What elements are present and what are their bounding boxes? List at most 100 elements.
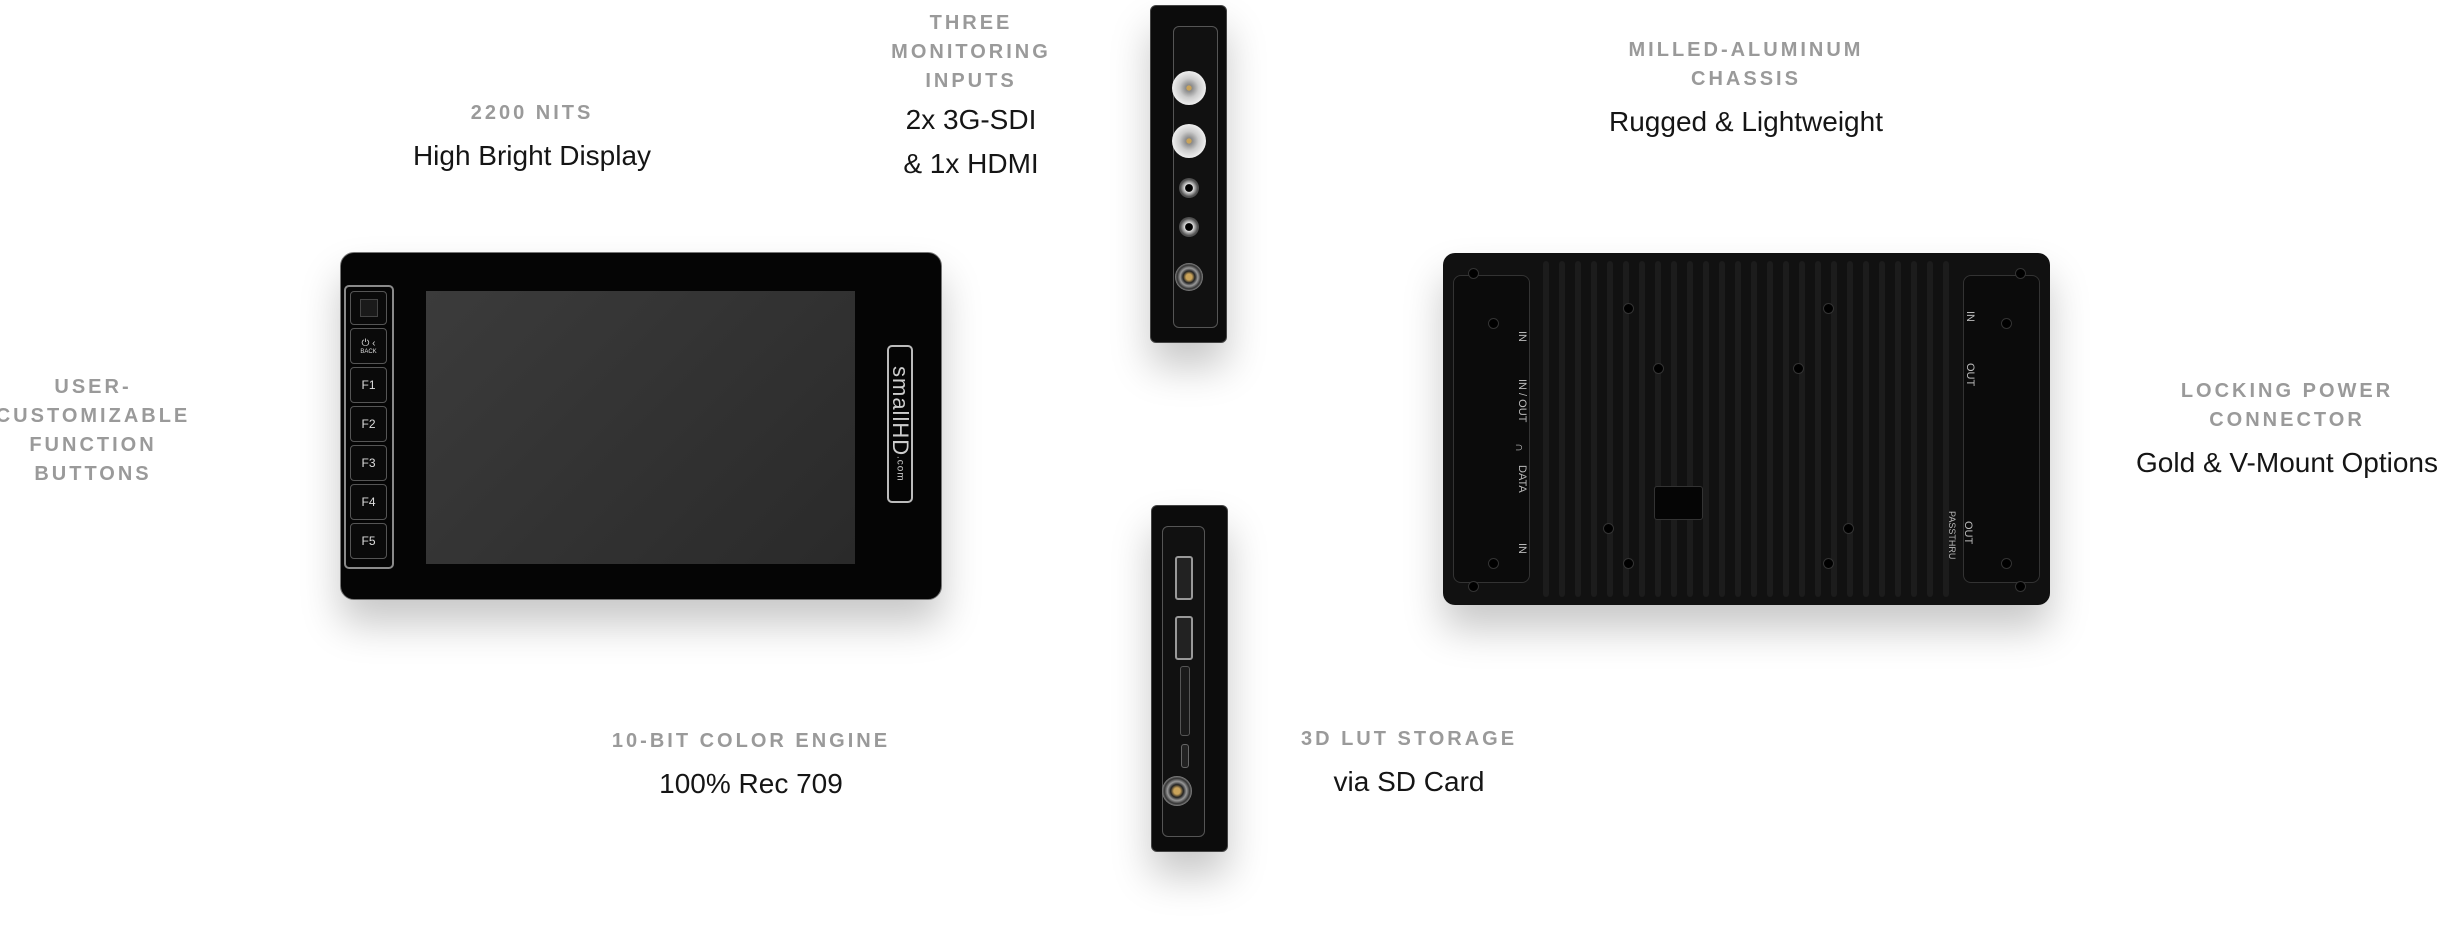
display-screen bbox=[426, 291, 855, 564]
usb-port bbox=[1180, 744, 1189, 768]
back-label: BACK bbox=[360, 348, 377, 355]
feature-buttons: USER- CUSTOMIZABLE FUNCTION BUTTONS bbox=[0, 373, 190, 489]
audio-jack bbox=[1178, 217, 1199, 237]
body: via SD Card bbox=[1333, 766, 1485, 797]
heatsink-fin bbox=[1543, 261, 1549, 597]
port-label: IN bbox=[1516, 543, 1528, 554]
heatsink-fin bbox=[1719, 261, 1725, 597]
monitor-front-image: ⏻ ‹ BACK F1 F2 F3 F4 F5 smallHD.com bbox=[340, 252, 942, 600]
power-icon: ⏻ ‹ bbox=[361, 337, 376, 349]
port-label: OUT bbox=[1964, 363, 1976, 387]
right-side-panel bbox=[1963, 275, 2040, 583]
heatsink-fin bbox=[1911, 261, 1917, 597]
caption: CUSTOMIZABLE bbox=[0, 405, 191, 427]
heatsink-fin bbox=[1575, 261, 1581, 597]
caption: FUNCTION bbox=[29, 434, 157, 456]
caption: 2200 NITS bbox=[470, 102, 594, 124]
screw-hole bbox=[1488, 558, 1499, 569]
sdi-connector bbox=[1171, 124, 1206, 158]
heatsink-fin bbox=[1591, 261, 1597, 597]
caption: CHASSIS bbox=[1691, 68, 1801, 90]
caption: MONITORING bbox=[891, 41, 1051, 63]
feature-brightness: 2200 NITS High Bright Display bbox=[413, 99, 651, 178]
screw-hole bbox=[2001, 558, 2012, 569]
body: 100% Rec 709 bbox=[659, 768, 843, 799]
brand-logo: smallHD.com bbox=[887, 345, 913, 503]
heatsink-fin bbox=[1607, 261, 1613, 597]
heatsink-fin bbox=[1751, 261, 1757, 597]
heatsink-fin bbox=[1559, 261, 1565, 597]
screw-hole bbox=[1468, 268, 1479, 279]
heatsink-fin bbox=[1943, 261, 1949, 597]
joystick-button bbox=[350, 291, 387, 325]
sd-card-slot bbox=[1179, 666, 1190, 736]
f5-button: F5 bbox=[350, 523, 387, 559]
f1-button: F1 bbox=[350, 367, 387, 403]
body: Gold & V-Mount Options bbox=[2136, 447, 2438, 478]
caption: INPUTS bbox=[925, 70, 1017, 92]
caption: CONNECTOR bbox=[2209, 409, 2365, 431]
heatsink-fin bbox=[1671, 261, 1677, 597]
caption: 10-BIT COLOR ENGINE bbox=[611, 730, 891, 752]
screw-hole bbox=[1843, 523, 1854, 534]
power-connector bbox=[1161, 776, 1192, 806]
heatsink-fin bbox=[1655, 261, 1661, 597]
feature-color: 10-BIT COLOR ENGINE 100% Rec 709 bbox=[612, 727, 890, 806]
screw-hole bbox=[1653, 363, 1664, 374]
feature-inputs: THREE MONITORING INPUTS 2x 3G-SDI & 1x H… bbox=[891, 9, 1051, 186]
heatsink-fin bbox=[1863, 261, 1869, 597]
heatsink-fin bbox=[1847, 261, 1853, 597]
heatsink-fin bbox=[1831, 261, 1837, 597]
logo-text: smallHD bbox=[888, 366, 913, 457]
screw-hole bbox=[1823, 558, 1834, 569]
heatsink-fin bbox=[1735, 261, 1741, 597]
monitor-back-image: IN IN / OUT ∩ DATA IN IN OUT PASSTHRU OU… bbox=[1443, 253, 2050, 605]
body: & 1x HDMI bbox=[903, 148, 1039, 179]
hdmi-port bbox=[1174, 556, 1193, 600]
feature-lut: 3D LUT STORAGE via SD Card bbox=[1301, 725, 1517, 804]
heatsink-fin bbox=[1639, 261, 1645, 597]
heatsink-fin bbox=[1703, 261, 1709, 597]
caption: LOCKING POWER bbox=[2180, 380, 2394, 402]
sdi-connector bbox=[1171, 71, 1206, 105]
heatsink-fin bbox=[1799, 261, 1805, 597]
heatsink-fin bbox=[1767, 261, 1773, 597]
screw-hole bbox=[1623, 303, 1634, 314]
monitor-side-storage-image bbox=[1151, 505, 1228, 852]
caption: BUTTONS bbox=[34, 463, 152, 485]
port-label: IN bbox=[1516, 331, 1528, 342]
screw-hole bbox=[2015, 581, 2026, 592]
heatsink-fin bbox=[1927, 261, 1933, 597]
body: High Bright Display bbox=[412, 140, 652, 171]
heatsink-fin bbox=[1895, 261, 1901, 597]
feature-chassis: MILLED-ALUMINUM CHASSIS Rugged & Lightwe… bbox=[1609, 36, 1883, 144]
f4-button: F4 bbox=[350, 484, 387, 520]
screw-hole bbox=[1603, 523, 1614, 534]
port-label: PASSTHRU bbox=[1947, 511, 1957, 560]
heatsink-fin bbox=[1623, 261, 1629, 597]
screw-hole bbox=[1468, 581, 1479, 592]
screw-hole bbox=[1823, 303, 1834, 314]
power-connector bbox=[1174, 263, 1203, 291]
f3-button: F3 bbox=[350, 445, 387, 481]
port-label: IN bbox=[1964, 311, 1976, 322]
body: 2x 3G-SDI bbox=[905, 104, 1037, 135]
heatsink-fin bbox=[1879, 261, 1885, 597]
f2-button: F2 bbox=[350, 406, 387, 442]
caption: USER- bbox=[54, 376, 132, 398]
feature-power: LOCKING POWER CONNECTOR Gold & V-Mount O… bbox=[2136, 377, 2438, 485]
screw-hole bbox=[1623, 558, 1634, 569]
audio-jack bbox=[1178, 178, 1199, 198]
monitor-side-inputs-image bbox=[1150, 5, 1227, 343]
body: Rugged & Lightweight bbox=[1609, 106, 1883, 137]
port-label: OUT bbox=[1962, 521, 1974, 545]
heatsink-fin bbox=[1783, 261, 1789, 597]
screw-hole bbox=[1793, 363, 1804, 374]
joystick-icon bbox=[359, 299, 378, 317]
logo-suffix: .com bbox=[894, 456, 906, 482]
heatsink-fin bbox=[1687, 261, 1693, 597]
caption: 3D LUT STORAGE bbox=[1300, 728, 1518, 750]
caption: THREE bbox=[929, 12, 1013, 34]
screw-hole bbox=[2001, 318, 2012, 329]
caption: MILLED-ALUMINUM bbox=[1628, 39, 1864, 61]
